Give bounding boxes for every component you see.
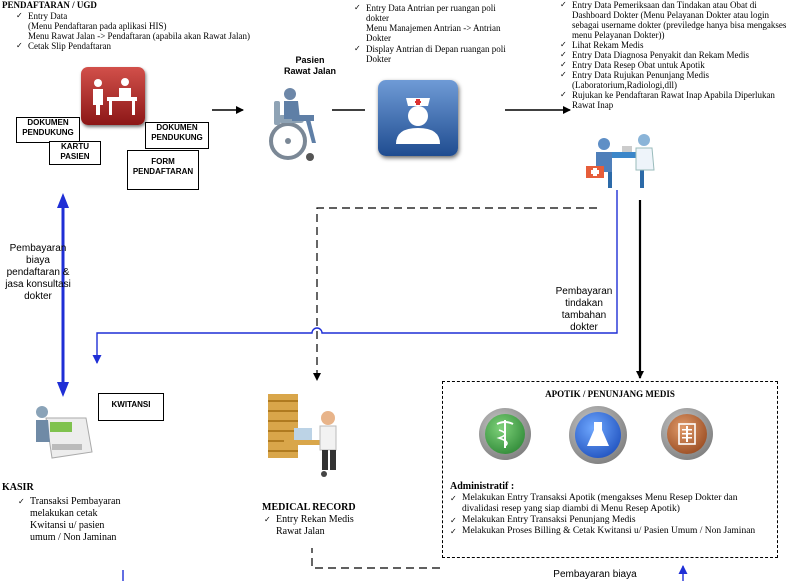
pendaftaran-item-label: Cetak Slip Pendaftaran [28, 41, 111, 51]
xray-glyph [678, 423, 696, 445]
kasir-list: Transaksi Pembayaran melakukan cetak Kwi… [18, 496, 130, 544]
apotik-box [442, 381, 778, 558]
dokter-item-3: Entry Data Diagnosa Penyakit dan Rekam M… [560, 50, 792, 60]
dokter-item-5: Entry Data Rujukan Penunjang Medis (Labo… [560, 70, 792, 90]
note-pembayaran-biaya-bottom: Pembayaran biaya [553, 569, 637, 580]
registration-desk-glyph [93, 78, 137, 115]
pasien-label-line-2: Rawat Jalan [283, 66, 337, 76]
mr-list: Entry Rekan Medis Rawat Jalan [264, 514, 374, 538]
registration-desk-icon [81, 67, 145, 125]
pharmacy-caduceus-icon [479, 408, 531, 460]
dokter-list: Entry Data Pemeriksaan dan Tindakan atau… [560, 0, 792, 110]
antrian-sub: Menu Manajemen Antrian -> Antrian Dokter [366, 23, 501, 43]
nurse-glyph [396, 98, 440, 144]
mr-item-1: Entry Rekan Medis Rawat Jalan [264, 514, 374, 538]
blue-dokter-to-kasir [92, 190, 618, 364]
caduceus-glyph [496, 420, 514, 448]
dashed-dokter-to-mr [313, 207, 597, 381]
doc-kwitansi: KWITANSI [98, 393, 164, 421]
apotik-item-3: Melakukan Proses Billing & Cetak Kwitans… [450, 526, 774, 537]
pendaftaran-sub-2: Menu Rawat Jalan -> Pendaftaran (apabila… [28, 31, 250, 41]
dokter-item-6: Rujukan ke Pendaftaran Rawat Inap Apabil… [560, 90, 792, 110]
cashier-icon [36, 406, 93, 459]
apotik-item-2: Melakukan Entry Transaksi Penunjang Medi… [450, 515, 774, 526]
doc-dokumen-pendukung-1: DOKUMEN PENDUKUNG [16, 117, 80, 143]
dokter-item-4: Entry Data Resep Obat untuk Apotik [560, 60, 792, 70]
mr-title: MEDICAL RECORD [262, 502, 356, 513]
wheelchair-patient-icon [269, 88, 316, 161]
nurse-icon [378, 80, 458, 156]
kasir-title: KASIR [2, 482, 34, 493]
doc-kartu-pasien: KARTU PASIEN [49, 141, 101, 165]
kasir-item-1: Transaksi Pembayaran melakukan cetak Kwi… [18, 496, 130, 544]
doc-form-pendaftaran: FORM PENDAFTARAN [127, 150, 199, 190]
apotik-item-1: Melakukan Entry Transaksi Apotik (mengak… [450, 493, 774, 515]
lab-flask-icon [569, 406, 627, 464]
arrowhead-down [57, 382, 69, 397]
arrowhead-up [57, 193, 69, 208]
antrian-list: Entry Data Antrian per ruangan poli dokt… [354, 3, 514, 64]
dokter-item-1: Entry Data Pemeriksaan dan Tindakan atau… [560, 0, 792, 40]
pendaftaran-item-cetak-slip: Cetak Slip Pendaftaran [16, 41, 296, 51]
pendaftaran-title: PENDAFTARAN / UGD [2, 0, 97, 10]
apotik-list: Melakukan Entry Transaksi Apotik (mengak… [450, 493, 774, 537]
dokter-item-2: Lihat Rekam Medis [560, 40, 792, 50]
doctor-consultation-icon [586, 134, 655, 188]
apotik-title: APOTIK / PENUNJANG MEDIS [545, 389, 675, 399]
dashed-apotik-to-mr [311, 548, 440, 569]
note-pembayaran-pendaftaran: Pembayaran biaya pendaftaran & jasa kons… [5, 243, 71, 302]
pasien-label: Pasien Rawat Jalan [280, 55, 340, 77]
pendaftaran-sub-1: (Menu Pendaftaran pada aplikasi HIS) [28, 21, 167, 31]
antrian-item-label: Entry Data Antrian per ruangan poli dokt… [366, 3, 496, 23]
note-pembayaran-tindakan: Pembayaran tindakan tambahan dokter [555, 286, 613, 333]
pendaftaran-item-label: Entry Data [28, 11, 68, 21]
antrian-item-label: Display Antrian di Depan ruangan poli Do… [366, 44, 506, 64]
antrian-item-entry: Entry Data Antrian per ruangan poli dokt… [354, 3, 514, 43]
medical-record-icon [268, 394, 337, 477]
antrian-item-display: Display Antrian di Depan ruangan poli Do… [354, 44, 514, 64]
flask-glyph [587, 422, 609, 446]
pendaftaran-list: Entry Data (Menu Pendaftaran pada aplika… [16, 11, 296, 51]
pendaftaran-item-entry-data: Entry Data (Menu Pendaftaran pada aplika… [16, 11, 296, 41]
apotik-administratif-label: Administratif : [450, 481, 515, 492]
radiology-xray-icon [661, 408, 713, 460]
doc-dokumen-pendukung-2: DOKUMEN PENDUKUNG [145, 122, 209, 149]
pasien-label-line-1: Pasien [295, 55, 325, 65]
